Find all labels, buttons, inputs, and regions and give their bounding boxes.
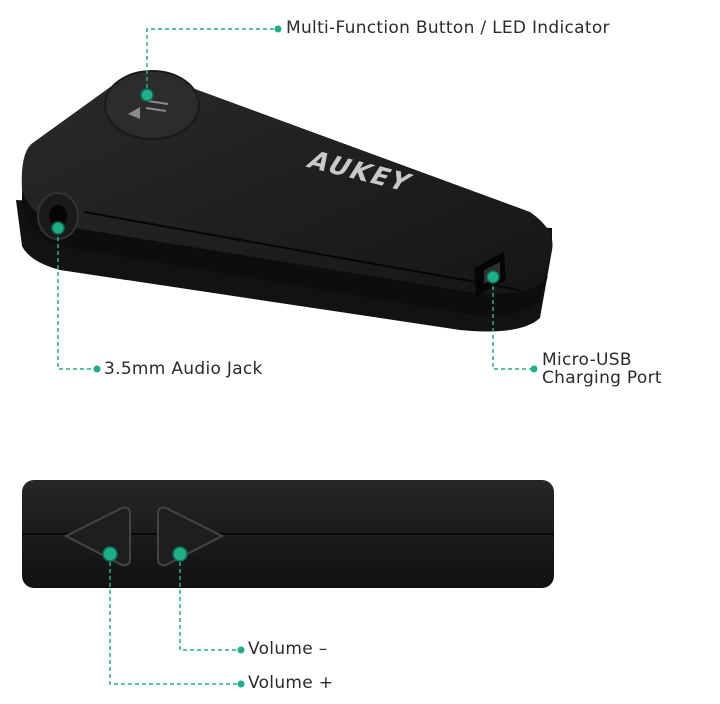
- device-top-view: [16, 70, 553, 332]
- label-audio-jack: 3.5mm Audio Jack: [104, 359, 263, 379]
- label-micro-usb-line2: Charging Port: [542, 368, 662, 388]
- label-volume-down: Volume –: [248, 639, 328, 659]
- callout-lines: [57, 28, 532, 685]
- label-multi-function-button: Multi-Function Button / LED Indicator: [286, 18, 610, 38]
- device-side-view: [22, 480, 554, 588]
- label-micro-usb-line1: Micro-USB: [542, 350, 632, 370]
- label-volume-up: Volume +: [248, 673, 334, 693]
- callout-dots: [51, 25, 538, 688]
